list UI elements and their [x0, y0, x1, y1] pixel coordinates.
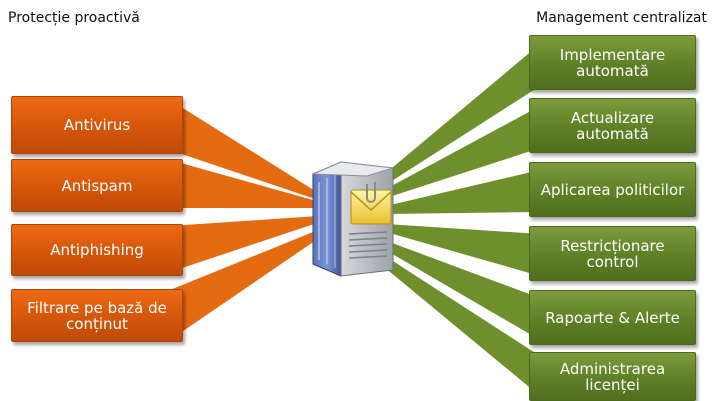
ray-filtrare	[170, 230, 322, 340]
ray-antiphishing	[170, 216, 320, 272]
ray-actualizare	[384, 106, 540, 198]
right-item-politici: Aplicarea politicilor	[529, 162, 696, 217]
right-item-actualizare: Actualizare automată	[529, 98, 696, 153]
server-with-mail-icon	[312, 161, 394, 277]
left-item-filtrare: Filtrare pe bază de conținut	[11, 289, 183, 342]
left-item-antivirus: Antivirus	[11, 96, 183, 154]
ray-implementare	[380, 44, 540, 186]
ray-restrictionare	[386, 224, 540, 276]
right-item-restrictionare: Restricționare control	[529, 226, 696, 281]
ray-politici	[386, 170, 540, 214]
right-heading: Management centralizat	[536, 10, 707, 26]
ray-antivirus	[170, 100, 320, 200]
right-item-rapoarte: Rapoarte & Alerte	[529, 290, 696, 345]
right-item-implementare: Implementare automată	[529, 35, 696, 90]
ray-rapoarte	[382, 240, 540, 340]
right-item-licente: Administrarea licenței	[529, 352, 696, 401]
left-heading: Protecție proactivă	[8, 10, 140, 26]
ray-antispam	[170, 160, 320, 208]
ray-licente	[378, 254, 540, 396]
left-item-antiphishing: Antiphishing	[11, 224, 183, 276]
left-item-antispam: Antispam	[11, 159, 183, 212]
